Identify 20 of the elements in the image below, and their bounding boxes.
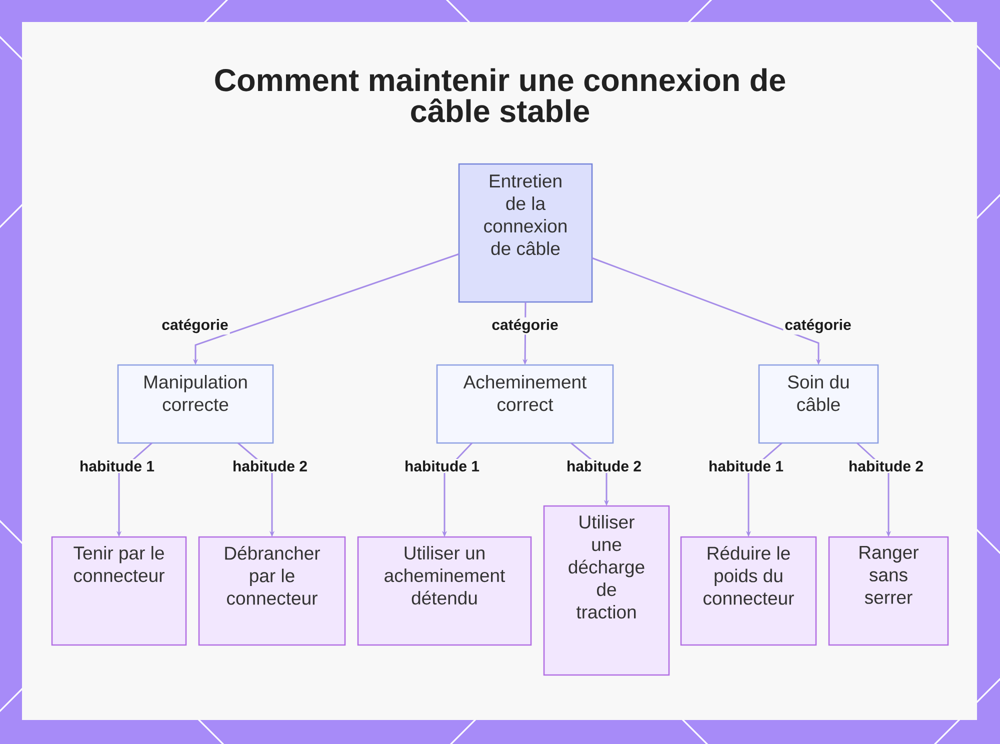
edge-label: catégorie bbox=[160, 317, 230, 335]
category-box: Soin du câble bbox=[758, 364, 879, 444]
edge-label: habitude 1 bbox=[78, 459, 156, 473]
title: Comment maintenir une connexion de câble stable bbox=[215, 68, 786, 122]
edge-label: habitude 1 bbox=[707, 459, 786, 473]
root-box: Entretien de la connexion de câble bbox=[458, 163, 593, 303]
habit-box: Ranger sans serrer bbox=[828, 536, 949, 646]
edge-label: catégorie bbox=[490, 317, 560, 335]
habit-box: Débrancher par le connecteur bbox=[198, 536, 346, 646]
edge-label: habitude 2 bbox=[565, 459, 644, 473]
edge-label: catégorie bbox=[783, 317, 853, 335]
habit-box: Tenir par le connecteur bbox=[51, 536, 187, 646]
edge-label: habitude 1 bbox=[403, 459, 481, 473]
category-box: Acheminement correct bbox=[436, 364, 614, 444]
category-box: Manipulation correcte bbox=[117, 364, 274, 444]
edge-label: habitude 2 bbox=[847, 459, 926, 473]
edge-label: habitude 2 bbox=[231, 459, 309, 473]
habit-box: Utiliser un acheminement détendu bbox=[357, 536, 532, 646]
habit-box: Réduire le poids du connecteur bbox=[680, 536, 817, 646]
habit-box: Utiliser une décharge de traction bbox=[543, 505, 670, 676]
